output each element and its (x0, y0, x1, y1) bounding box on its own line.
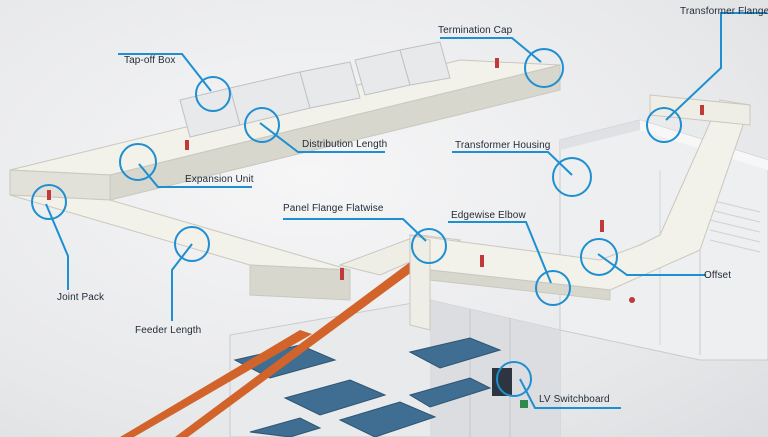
termination-cap-ring (524, 48, 564, 88)
joint-pack-ring (31, 184, 67, 220)
transformer-vent (709, 199, 761, 253)
transformer-housing-ring (552, 157, 592, 197)
transformer-flange-label: Transformer Flange (680, 6, 768, 17)
panel-flange-flatwise-label: Panel Flange Flatwise (283, 203, 384, 214)
panel-flange-flatwise-ring (411, 228, 447, 264)
callout-rings (31, 48, 682, 397)
cable-trays (120, 262, 420, 437)
lv-switchboard-label: LV Switchboard (539, 394, 610, 405)
lv-switchboard-ring (496, 361, 532, 397)
tap-off-box-label: Tap-off Box (124, 55, 176, 66)
transformer-flange-ring (646, 107, 682, 143)
joint-accents (47, 58, 704, 280)
transformer-housing-label: Transformer Housing (455, 140, 551, 151)
feeder-length-ring (174, 226, 210, 262)
distribution-length-ring (244, 107, 280, 143)
offset-ring (580, 238, 618, 276)
termination-cap-label: Termination Cap (438, 25, 513, 36)
distribution-length-label: Distribution Length (302, 139, 388, 150)
joint-pack-label: Joint Pack (57, 292, 105, 303)
callout-lines (45, 12, 767, 409)
tap-off-box-ring (195, 76, 231, 112)
edgewise-elbow-label: Edgewise Elbow (451, 210, 526, 221)
edgewise-elbow-ring (535, 270, 571, 306)
expansion-unit-label: Expansion Unit (185, 174, 254, 185)
expansion-unit-ring (119, 143, 157, 181)
offset-label: Offset (704, 270, 732, 281)
feeder-length-label: Feeder Length (135, 325, 202, 336)
